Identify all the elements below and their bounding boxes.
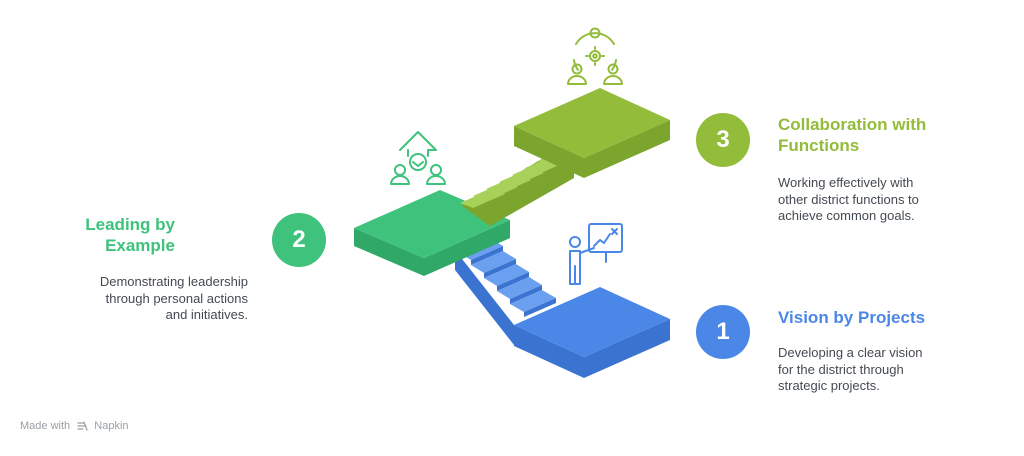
step-2-number-badge: 2 — [272, 213, 326, 267]
step-3-title-line-1: Collaboration with — [778, 115, 927, 134]
made-with-label: Made with — [20, 420, 71, 433]
step-1-title: Vision by Projects — [778, 308, 926, 327]
step-1-description-line-1: Developing a clear vision — [778, 345, 923, 360]
step-3-description-line-2: other district functions to — [778, 191, 919, 207]
step-1-description-line-2: for the district through — [778, 361, 904, 377]
step-3-number-badge: 3 — [696, 113, 750, 167]
step-1-description: Developing a clear vision for the distri… — [778, 345, 923, 395]
step-2-title: Leading by Example — [40, 214, 175, 256]
napkin-brand-label: Napkin — [94, 420, 129, 433]
step-1-description-line-3: strategic projects. — [778, 378, 880, 393]
leader-arrow-icon — [390, 131, 446, 185]
step-2-description-line-1: Demonstrating leadership — [99, 274, 248, 289]
step-3-description-line-1: Working effectively with — [778, 175, 914, 190]
stairs-1-to-2 — [455, 237, 556, 345]
step-2-title-line-2: Example — [105, 236, 175, 255]
step-2-title-line-1: Leading by — [85, 215, 175, 234]
step-2-description-line-2: through personal actions — [105, 290, 248, 306]
step-3-platform — [514, 88, 670, 178]
presentation-board-icon — [569, 223, 623, 285]
step-2-description: Demonstrating leadership through persona… — [40, 274, 248, 324]
step-3-description-line-3: achieve common goals. — [778, 208, 915, 223]
napkin-logo-icon — [77, 421, 88, 431]
step-3-title-line-2: Functions — [778, 136, 860, 155]
step-1-number-badge: 1 — [696, 305, 750, 359]
step-3-description: Working effectively with other district … — [778, 175, 919, 225]
made-with-footer: Made with Napkin — [20, 420, 129, 432]
step-1-platform — [514, 287, 670, 378]
team-gear-icon — [567, 27, 623, 85]
step-3-title: Collaboration with Functions — [778, 114, 926, 156]
step-2-description-line-3: and initiatives. — [165, 307, 248, 322]
